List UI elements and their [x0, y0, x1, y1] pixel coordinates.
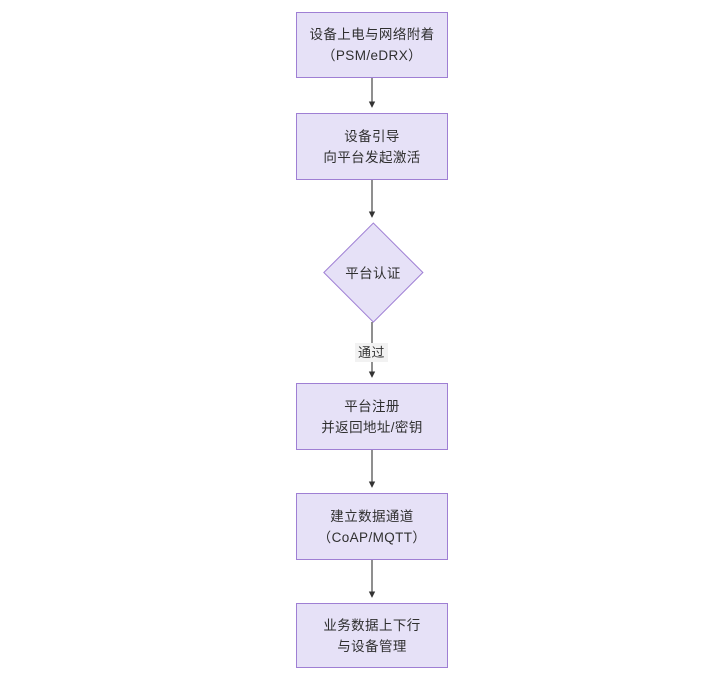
node-platform-authentication-label: 平台认证 — [345, 266, 401, 281]
node-platform-registration[interactable]: 平台注册 并返回地址/密钥 — [296, 383, 448, 450]
node-device-power-on-line1: 设备上电与网络附着 — [309, 27, 435, 42]
node-business-data[interactable]: 业务数据上下行 与设备管理 — [296, 603, 448, 668]
node-device-bootstrap-line1: 设备引导 — [344, 128, 400, 144]
node-business-data-line1: 业务数据上下行 — [323, 617, 421, 633]
edge-label-pass: 通过 — [355, 343, 389, 362]
node-device-power-on-line2: （PSM/eDRX） — [321, 48, 423, 63]
node-data-channel-line2: （CoAP/MQTT） — [317, 529, 427, 545]
node-device-power-on[interactable]: 设备上电与网络附着 （PSM/eDRX） — [296, 12, 448, 78]
node-platform-registration-line2: 并返回地址/密钥 — [321, 419, 423, 435]
node-platform-registration-line1: 平台注册 — [344, 398, 400, 414]
node-data-channel[interactable]: 建立数据通道 （CoAP/MQTT） — [296, 493, 448, 560]
node-platform-authentication[interactable]: 平台认证 — [322, 221, 423, 322]
node-device-bootstrap-line2: 向平台发起激活 — [323, 149, 421, 165]
node-device-bootstrap[interactable]: 设备引导 向平台发起激活 — [296, 113, 448, 180]
node-data-channel-line1: 建立数据通道 — [330, 508, 414, 524]
node-business-data-line2: 与设备管理 — [337, 638, 407, 654]
